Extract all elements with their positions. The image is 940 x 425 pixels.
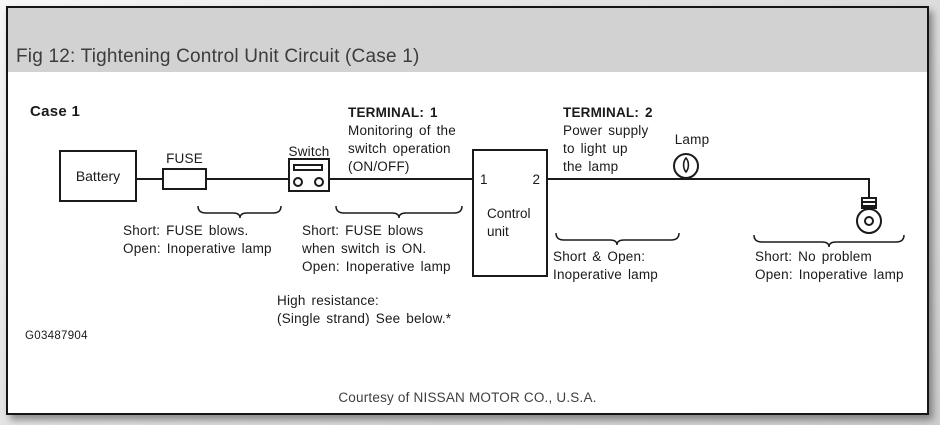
fault-line: Inoperative lamp — [553, 267, 659, 282]
control-unit-label: Control unit — [487, 205, 531, 241]
note-control-lamp-fault: Short & Open: Inoperative lamp — [553, 248, 658, 284]
fuse-box — [162, 168, 207, 190]
terminal-2-line: to light up — [563, 141, 628, 156]
lamp-filament-icon — [682, 156, 690, 174]
control-unit-label-line1: Control — [487, 206, 531, 221]
brace-fuse-switch — [335, 205, 463, 219]
fault-line: Open: Inoperative lamp — [123, 241, 272, 256]
terminal-1-title: TERMINAL: 1 — [348, 105, 438, 120]
lamp-symbol-icon — [673, 153, 699, 179]
terminal-1-line: Monitoring of the — [348, 123, 456, 138]
switch-label: Switch — [288, 144, 330, 159]
figure-header-bar: Fig 12: Tightening Control Unit Circuit … — [8, 8, 927, 72]
control-unit-box: 1 2 Control unit — [472, 149, 548, 277]
terminal-2-line: the lamp — [563, 159, 619, 174]
fault-line: Short & Open: — [553, 249, 646, 264]
terminal-1-line: (ON/OFF) — [348, 159, 410, 174]
terminal-1-line: switch operation — [348, 141, 451, 156]
battery-label: Battery — [75, 168, 121, 184]
fault-line: Open: Inoperative lamp — [302, 259, 451, 274]
courtesy-line: Courtesy of NISSAN MOTOR CO., U.S.A. — [338, 390, 597, 405]
brace-battery-fuse — [197, 205, 282, 219]
note-terminal-1: TERMINAL: 1 Monitoring of the switch ope… — [348, 104, 456, 176]
fault-line: Open: Inoperative lamp — [755, 267, 904, 282]
brace-control-lamp — [555, 232, 680, 246]
note-lamp-circuit-fault: Short: No problem Open: Inoperative lamp — [755, 248, 904, 284]
switch-contact-left-icon — [293, 177, 303, 187]
fuse-label: FUSE — [166, 151, 203, 166]
wire-battery-fuse — [137, 178, 162, 180]
note-high-resistance: High resistance: (Single strand) See bel… — [277, 292, 451, 328]
terminal-2-number: 2 — [532, 172, 540, 187]
fault-line: Short: FUSE blows — [302, 223, 424, 238]
wire-drop-to-bulb — [868, 178, 870, 199]
wire-control-lamp — [548, 178, 869, 180]
terminal-1-number: 1 — [480, 172, 488, 187]
figure-page: Fig 12: Tightening Control Unit Circuit … — [6, 6, 929, 415]
lamp-label: Lamp — [674, 132, 710, 147]
brace-lamp-circuit — [753, 234, 905, 248]
wire-switch-control — [330, 178, 472, 180]
note-fuse-switch-fault: Short: FUSE blows when switch is ON. Ope… — [302, 222, 451, 276]
battery-box: Battery — [59, 150, 137, 202]
bulb-filament-icon — [864, 216, 874, 226]
control-unit-label-line2: unit — [487, 224, 509, 239]
switch-blade-icon — [293, 164, 323, 171]
wire-fuse-switch — [207, 178, 288, 180]
fault-line: (Single strand) See below.* — [277, 311, 452, 326]
fault-line: Short: FUSE blows. — [123, 223, 249, 238]
figure-code: G03487904 — [25, 330, 88, 342]
switch-contact-right-icon — [314, 177, 324, 187]
figure-title: Fig 12: Tightening Control Unit Circuit … — [16, 46, 420, 67]
fault-line: High resistance: — [277, 293, 379, 308]
switch-box — [288, 158, 330, 192]
terminal-2-line: Power supply — [563, 123, 649, 138]
note-terminal-2: TERMINAL: 2 Power supply to light up the… — [563, 104, 653, 176]
note-battery-fuse-fault: Short: FUSE blows. Open: Inoperative lam… — [123, 222, 272, 258]
terminal-2-title: TERMINAL: 2 — [563, 105, 653, 120]
fault-line: Short: No problem — [755, 249, 872, 264]
case-label: Case 1 — [30, 103, 81, 120]
fault-line: when switch is ON. — [302, 241, 427, 256]
